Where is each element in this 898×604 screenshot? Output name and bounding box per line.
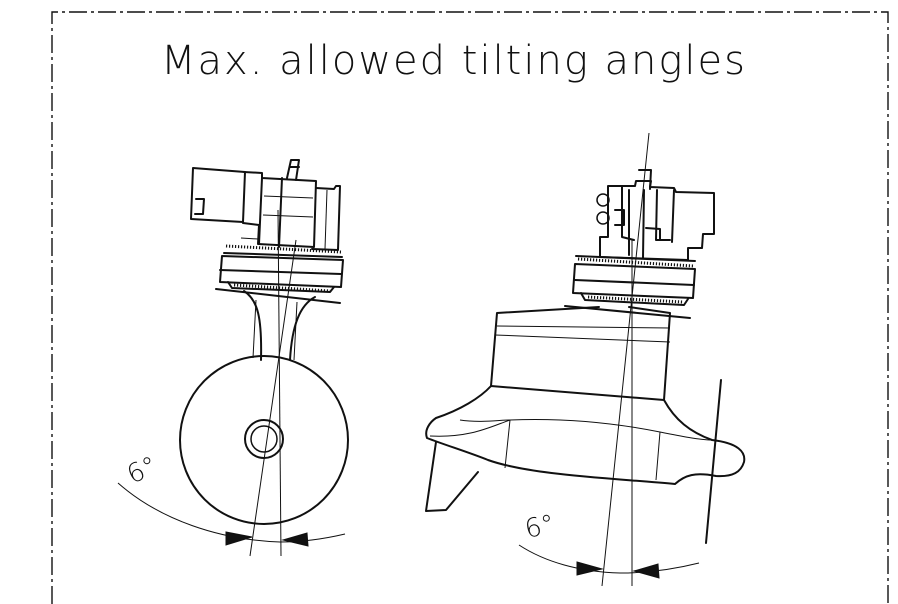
left-angle-label: 6° <box>123 451 162 490</box>
drawing-frame <box>51 11 889 604</box>
left-motor-unit <box>190 159 341 251</box>
right-angle-label: 6° <box>522 509 557 544</box>
right-arrowhead-2 <box>632 563 660 579</box>
left-tilted-axis <box>249 239 297 557</box>
drawing-title: Max. allowed tilting angles <box>161 38 747 84</box>
left-tunnel-disc <box>179 355 349 525</box>
left-thruster-view: 6° <box>117 159 349 557</box>
right-thruster-housing <box>490 306 671 401</box>
left-angle-arc <box>117 482 346 543</box>
right-propeller-edge <box>705 379 722 544</box>
right-angle-arc <box>518 544 700 574</box>
right-arrowhead-1 <box>576 561 604 576</box>
right-tilted-axis <box>601 132 650 587</box>
left-thruster-stem <box>243 290 316 361</box>
left-arrowhead-1 <box>225 531 253 546</box>
left-vertical-axis <box>277 209 282 557</box>
right-motor-unit <box>596 169 715 261</box>
left-arrowhead-2 <box>281 532 309 547</box>
right-thruster-view: 6° <box>425 132 746 587</box>
left-slewing-ring <box>215 244 344 304</box>
right-pod-body <box>425 385 746 512</box>
